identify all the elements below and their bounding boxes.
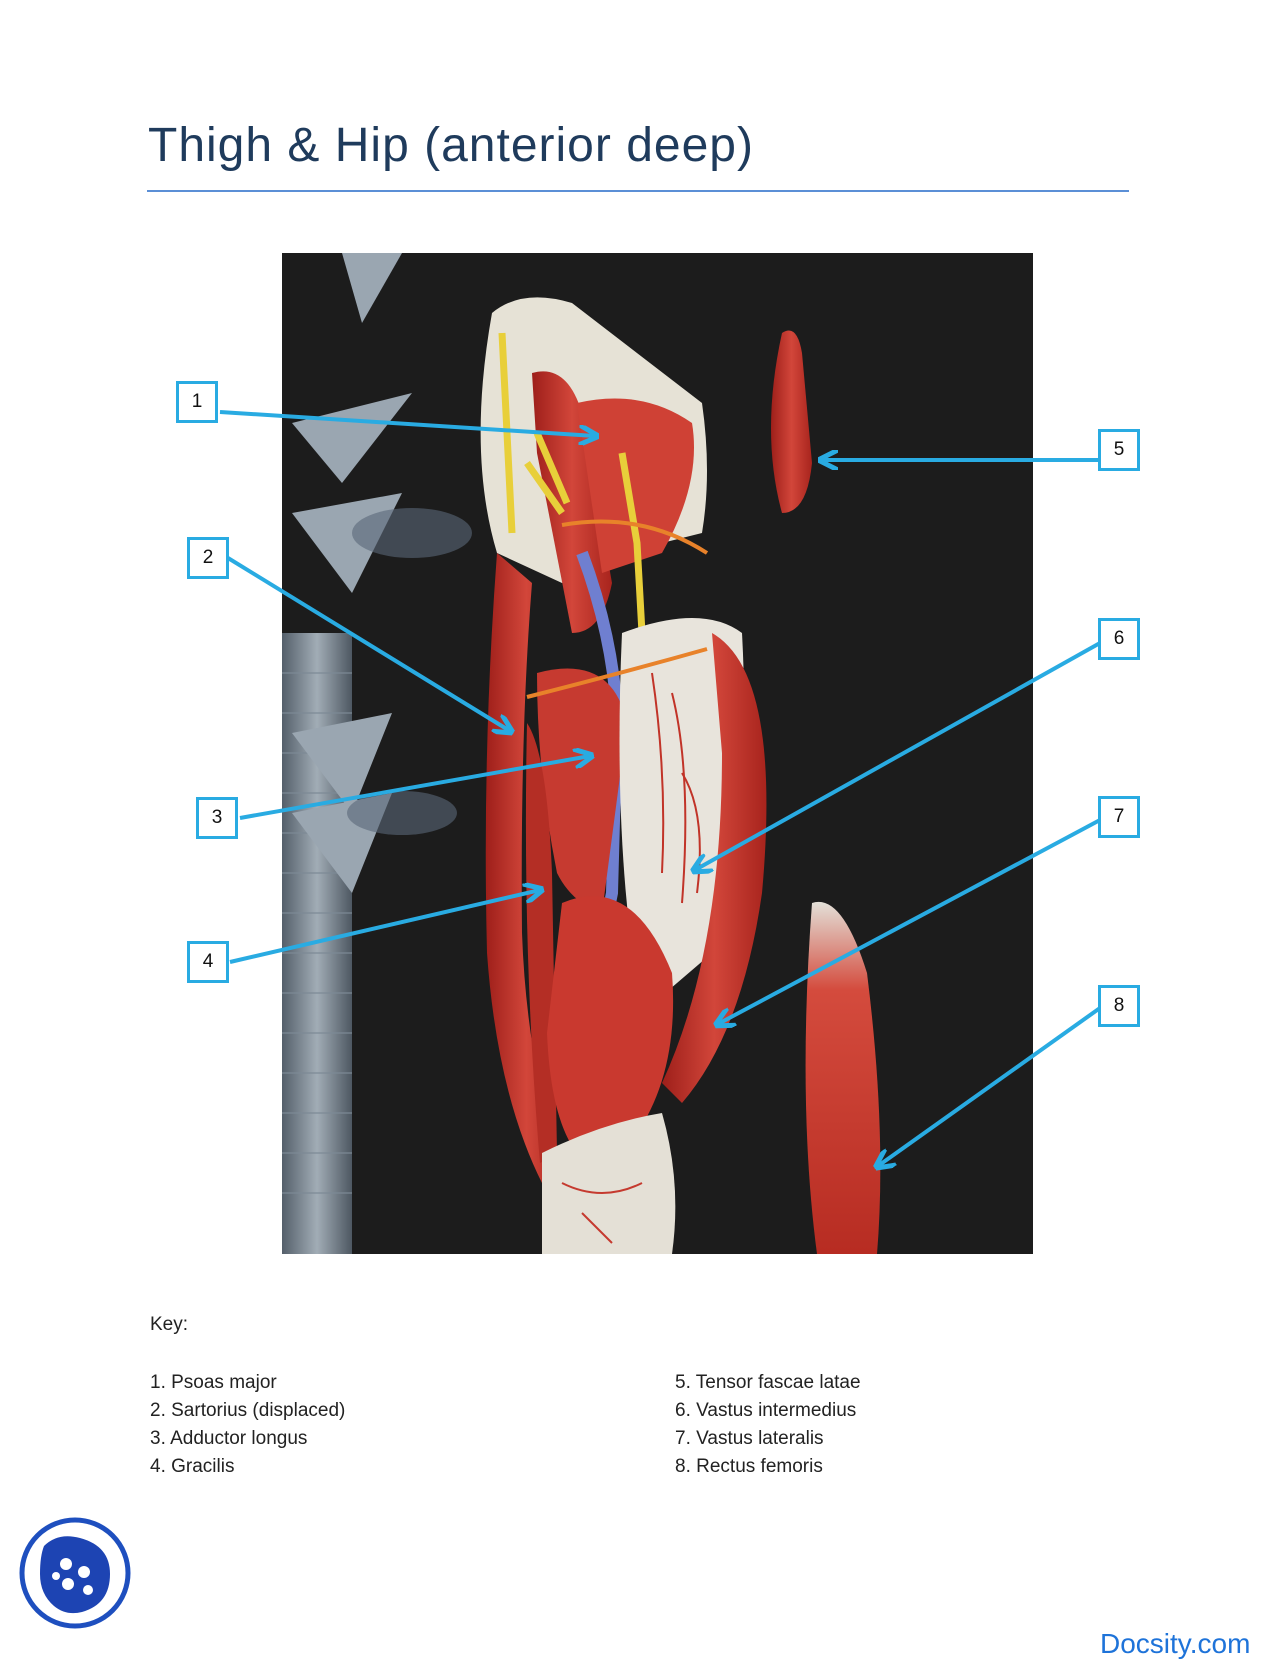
page-title: Thigh & Hip (anterior deep) <box>148 119 754 172</box>
key-item-1: 1. Psoas major <box>150 1372 277 1393</box>
title-underline <box>147 190 1129 192</box>
key-item-3: 3. Adductor longus <box>150 1428 308 1449</box>
arrow-7 <box>718 818 1101 1024</box>
key-item-6: 6. Vastus intermedius <box>675 1400 857 1421</box>
callout-1: 1 <box>176 381 218 423</box>
key-heading: Key: <box>150 1314 189 1335</box>
key-item-4: 4. Gracilis <box>150 1456 235 1477</box>
key-item-8: 8. Rectus femoris <box>675 1456 823 1477</box>
callout-6: 6 <box>1098 618 1140 660</box>
arrow-6 <box>695 641 1101 870</box>
key-list-right: 5. Tensor fascae latae 6. Vastus interme… <box>675 1369 861 1481</box>
key-list-left: 1. Psoas major 2. Sartorius (displaced) … <box>150 1369 345 1481</box>
key-item-7: 7. Vastus lateralis <box>675 1428 824 1449</box>
callout-2: 2 <box>187 537 229 579</box>
arrow-8 <box>878 1006 1102 1166</box>
key-item-2: 2. Sartorius (displaced) <box>150 1400 346 1421</box>
callout-4: 4 <box>187 941 229 983</box>
callout-7: 7 <box>1098 796 1140 838</box>
callout-5: 5 <box>1098 429 1140 471</box>
arrow-3 <box>239 756 590 820</box>
arrow-4 <box>229 890 540 964</box>
docsity-logo-icon <box>18 1516 132 1635</box>
callout-8: 8 <box>1098 985 1140 1027</box>
brand-link[interactable]: Docsity.com <box>1100 1628 1251 1659</box>
callout-3: 3 <box>196 797 238 839</box>
key-item-5: 5. Tensor fascae latae <box>675 1372 861 1393</box>
anatomy-photo <box>282 253 1033 1254</box>
arrow-2 <box>226 556 510 731</box>
arrow-1 <box>219 410 595 436</box>
